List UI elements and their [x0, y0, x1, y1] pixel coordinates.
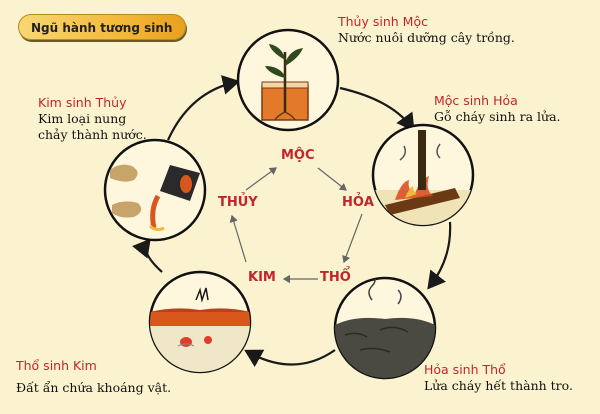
element-label-moc: MỘC — [281, 148, 315, 163]
caption-kim-sinh-thuy: Kim sinh Thủy Kim loại nung chảy thành n… — [38, 95, 147, 143]
outer-cycle-arrows — [132, 75, 452, 368]
element-label-kim: KIM — [248, 270, 276, 285]
caption-thuy-sinh-moc: Thủy sinh Mộc Nước nuôi dưỡng cây trồng. — [338, 14, 515, 46]
plant-in-water-icon — [236, 28, 340, 132]
arrow-kim-to-thuy — [132, 238, 163, 273]
element-label-hoa: HỎA — [342, 195, 374, 210]
soil-minerals-icon — [148, 270, 252, 374]
caption-heading: Kim sinh Thủy — [38, 95, 127, 110]
caption-text: chảy thành nước. — [38, 127, 147, 142]
element-label-tho: THỔ — [320, 270, 351, 285]
element-label-thuy: THỦY — [218, 195, 258, 210]
caption-text: Nước nuôi dưỡng cây trồng. — [338, 30, 515, 45]
arrow-thuy-to-moc — [167, 75, 241, 141]
caption-heading: Hỏa sinh Thổ — [424, 362, 506, 377]
arrow-hoa-to-tho — [427, 221, 452, 290]
caption-tho-sinh-kim: Thổ sinh Kim Đất ẩn chứa khoáng vật. — [16, 358, 171, 396]
diagram-title: Ngũ hành tương sinh — [18, 14, 186, 40]
caption-text: Lửa cháy hết thành tro. — [424, 378, 573, 393]
molten-metal-icon — [103, 138, 207, 242]
caption-moc-sinh-hoa: Mộc sinh Hỏa Gỗ cháy sinh ra lửa. — [434, 93, 561, 125]
caption-text: Gỗ cháy sinh ra lửa. — [434, 109, 561, 124]
inner-pentagon-arrows — [229, 167, 363, 284]
burning-wood-icon — [371, 123, 475, 227]
ash-soil-icon — [333, 276, 437, 380]
caption-heading: Thủy sinh Mộc — [338, 14, 428, 29]
caption-heading: Mộc sinh Hỏa — [434, 93, 518, 108]
caption-text: Kim loại nung — [38, 111, 127, 126]
arrow-moc-to-hoa — [339, 86, 415, 132]
caption-heading: Thổ sinh Kim — [16, 358, 97, 373]
arrow-tho-to-kim — [244, 349, 336, 368]
caption-hoa-sinh-tho: Hỏa sinh Thổ Lửa cháy hết thành tro. — [424, 362, 573, 394]
caption-text: Đất ẩn chứa khoáng vật. — [16, 380, 172, 395]
